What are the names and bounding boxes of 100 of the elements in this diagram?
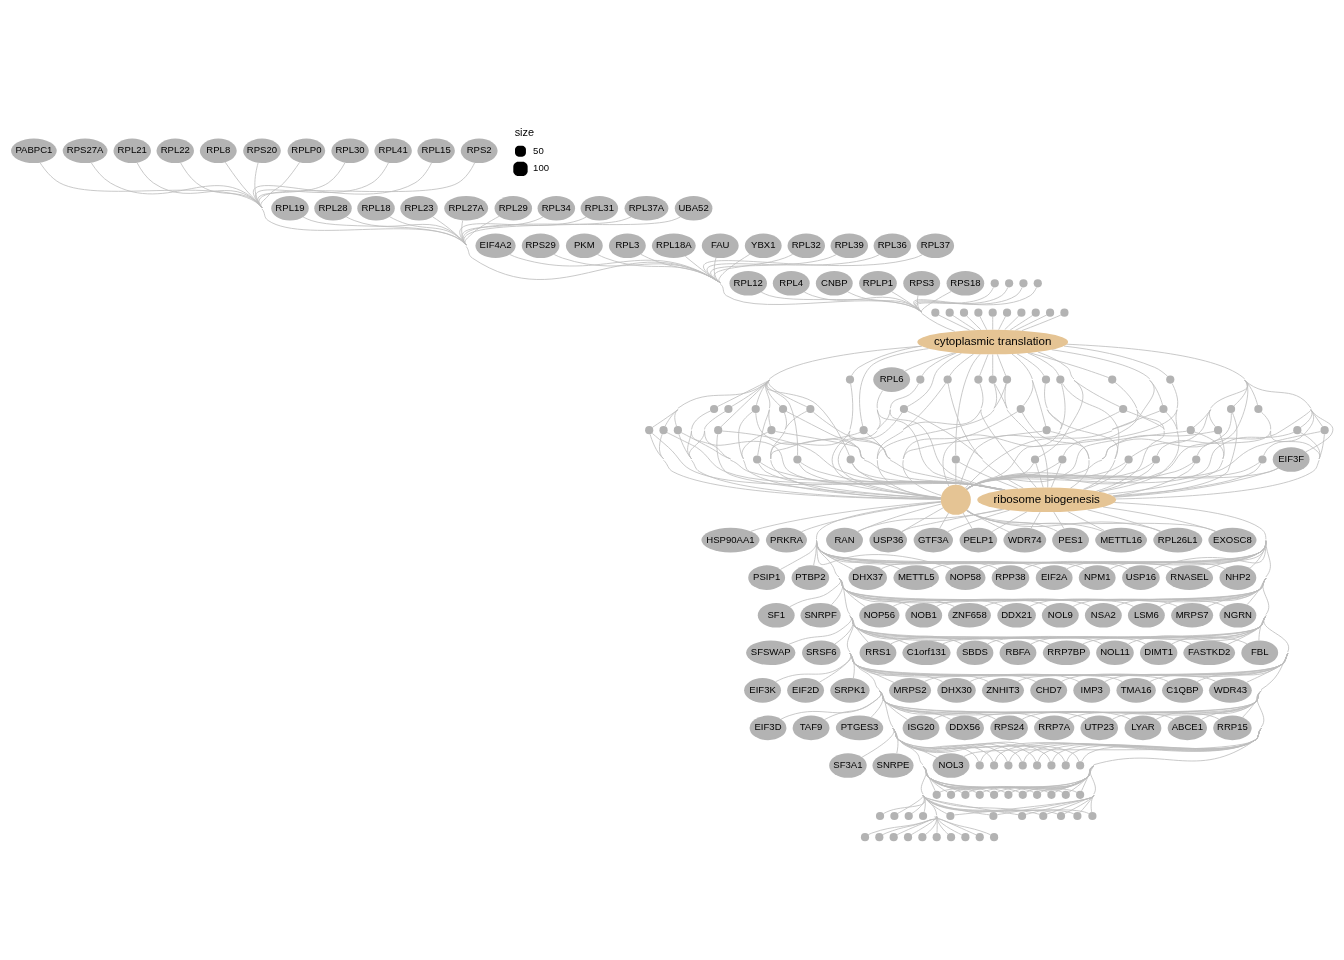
node-ellipse: PSIP1 — [748, 565, 786, 590]
connector — [949, 353, 975, 377]
connector — [998, 316, 1006, 331]
node-circle — [1108, 375, 1117, 384]
node-circle — [1061, 761, 1070, 770]
connector — [993, 383, 1007, 409]
node-ellipse: RPL37A — [624, 195, 669, 221]
legend-label: 50 — [533, 144, 544, 156]
node-ellipse: EIF3K — [744, 678, 781, 703]
connector — [1196, 379, 1312, 456]
node-circle — [1018, 790, 1027, 799]
node-ellipse: RPS18 — [946, 271, 985, 296]
connector — [922, 795, 990, 816]
node-circle — [1320, 426, 1329, 435]
node-circle — [1226, 404, 1236, 414]
connector — [1011, 353, 1034, 406]
node-ellipse: SF3A1 — [829, 753, 867, 778]
node-ellipse: NOP58 — [945, 565, 986, 590]
node-circle — [1151, 455, 1161, 464]
connector — [979, 353, 989, 377]
node-ellipse: YBX1 — [744, 233, 782, 259]
connector — [713, 254, 794, 284]
node-ellipse: ISG20 — [902, 715, 940, 741]
connector — [1050, 431, 1090, 460]
connector — [718, 253, 751, 284]
node-ellipse: ABCE1 — [1167, 715, 1208, 741]
connector — [801, 501, 942, 533]
connector — [922, 765, 963, 793]
node-circle — [1041, 375, 1051, 384]
connector — [553, 254, 721, 284]
connector — [1099, 411, 1180, 493]
connector — [1258, 615, 1267, 641]
node-ellipse: C1orf131 — [902, 640, 951, 666]
node-circle — [1060, 308, 1069, 317]
node-circle — [974, 308, 983, 317]
node-ellipse: NPM1 — [1078, 565, 1116, 590]
node-ellipse: RPS29 — [521, 233, 560, 259]
node-circle — [940, 484, 971, 515]
node-ellipse: RPL3 — [608, 233, 646, 259]
node-ellipse: ZNHIT3 — [981, 678, 1024, 703]
connector — [1046, 409, 1118, 490]
node-circle — [932, 833, 941, 842]
connector — [1112, 462, 1196, 497]
connector — [922, 765, 977, 793]
node-circle — [1002, 308, 1012, 317]
connector — [881, 502, 1267, 570]
connector — [906, 352, 962, 407]
connector — [892, 728, 938, 758]
node-ellipse: RPL4 — [772, 271, 810, 296]
node-ellipse: FBL — [1241, 640, 1279, 666]
connector — [901, 508, 1003, 532]
node-circle — [990, 790, 999, 799]
connector — [1021, 690, 1262, 720]
node-ellipse: PTGES3 — [835, 715, 884, 741]
connector — [1112, 463, 1262, 497]
node-circle — [793, 455, 802, 464]
node-ellipse: ZNF658 — [948, 602, 991, 628]
legend-label: 100 — [533, 162, 550, 174]
node-ellipse: PELP1 — [959, 527, 998, 553]
connector — [963, 690, 1265, 757]
node-circle — [889, 833, 898, 842]
connector — [902, 383, 984, 430]
node-ellipse: NOP56 — [859, 602, 900, 628]
node-circle — [990, 833, 999, 842]
node-circle — [1046, 308, 1055, 317]
node-ellipse: SNRPF — [800, 602, 841, 628]
connector — [1090, 795, 1095, 813]
node-circle — [1004, 790, 1013, 799]
node-circle — [753, 455, 762, 464]
connector — [1030, 615, 1267, 645]
connector — [921, 291, 952, 313]
connector — [1101, 412, 1232, 460]
node-circle — [1124, 455, 1133, 464]
connector — [876, 383, 920, 430]
node-circle — [1056, 811, 1066, 821]
connector — [871, 690, 884, 718]
node-ellipse: EXOSC8 — [1208, 527, 1257, 553]
connector — [966, 411, 1272, 490]
node-circle — [989, 811, 998, 821]
node-circle — [724, 404, 733, 414]
connector — [921, 352, 957, 377]
node-ellipse: TAF9 — [792, 715, 830, 741]
connector — [1061, 382, 1120, 460]
node-ellipse: RRP7BP — [1042, 640, 1091, 666]
node-circle — [673, 426, 682, 435]
connector — [902, 411, 1018, 496]
connector — [1004, 383, 1008, 409]
node-ellipse: EIF3D — [749, 715, 787, 741]
connector — [979, 316, 988, 331]
node-ellipse: RPS24 — [990, 715, 1028, 741]
connector — [966, 509, 1104, 532]
node-ellipse: RPL30 — [331, 138, 369, 164]
connector — [813, 411, 1003, 491]
node-ellipse: NOL9 — [1041, 602, 1079, 628]
connector — [883, 728, 927, 814]
node-ellipse: UBA52 — [674, 195, 713, 221]
node-ellipse: cytoplasmic translation — [917, 329, 1069, 355]
node-ellipse: RPL32 — [787, 233, 826, 259]
node-ellipse: RPL15 — [417, 138, 455, 164]
node-ellipse: DHX37 — [848, 565, 887, 590]
